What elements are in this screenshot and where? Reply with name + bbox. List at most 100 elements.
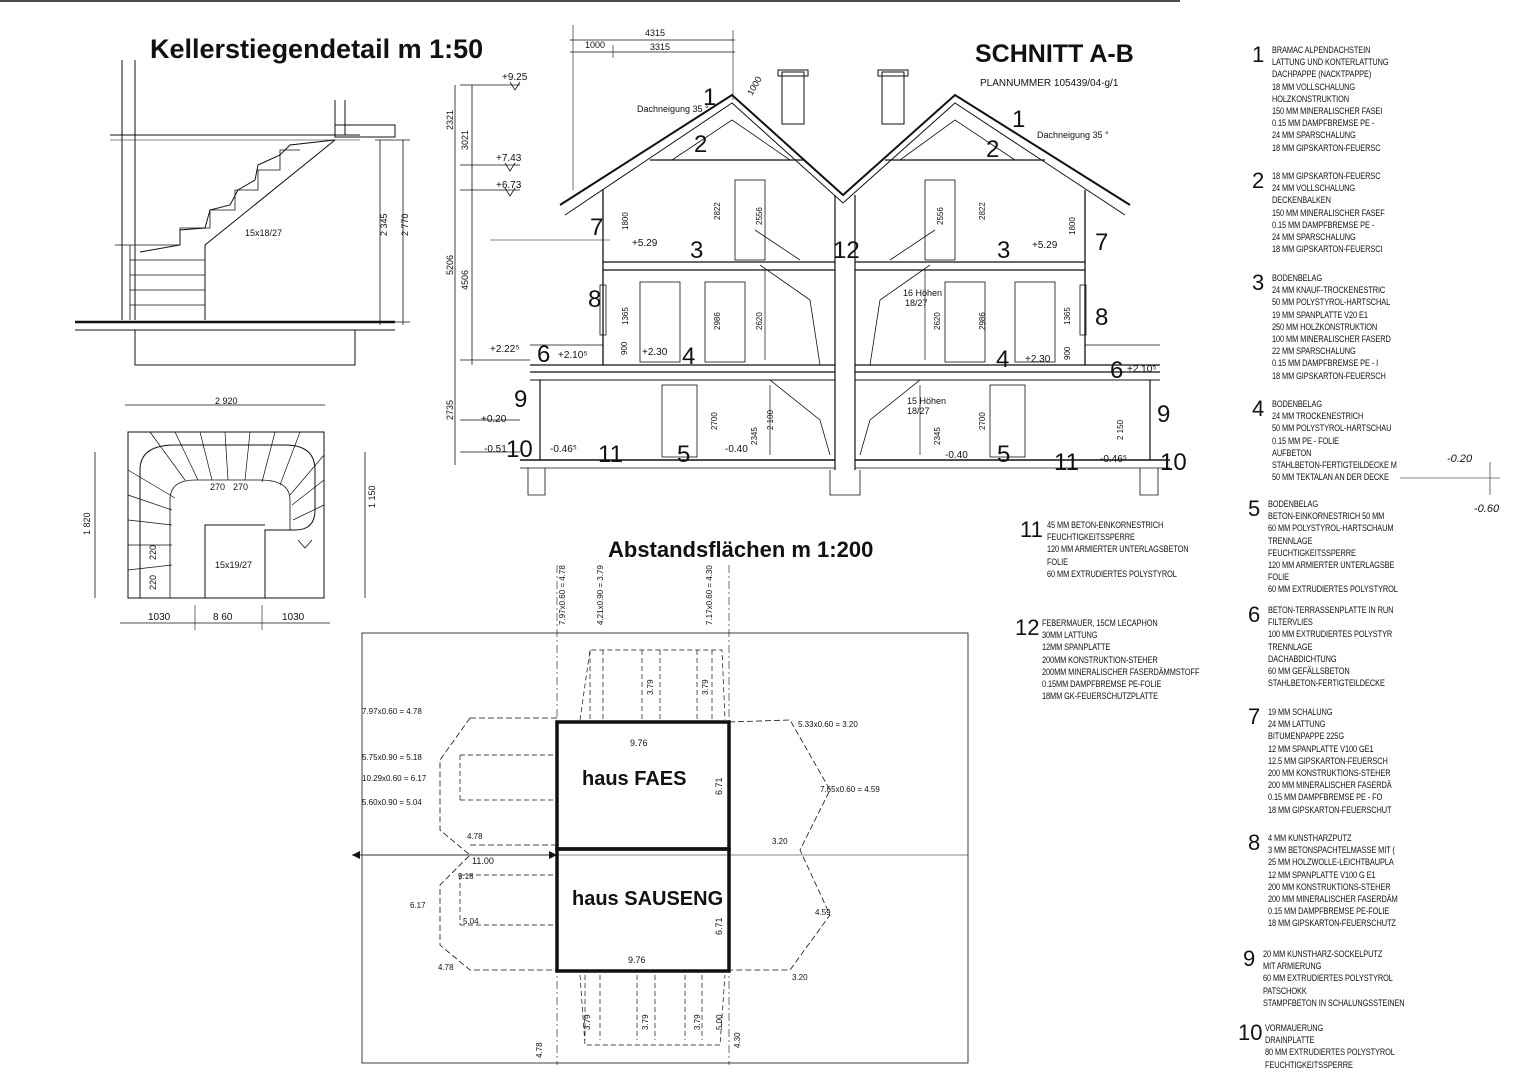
stair-note-3: 15 Höhen bbox=[907, 396, 946, 406]
level-230-right: +2.30 bbox=[1025, 354, 1051, 365]
misc-518: 5.18 bbox=[458, 872, 474, 881]
stair-plan-220a: 220 bbox=[148, 545, 158, 560]
roof-pitch-left: Dachneigung 35 ° bbox=[637, 104, 709, 114]
misc-379-c: 3.79 bbox=[583, 1014, 592, 1030]
level-051: -0.51 bbox=[484, 444, 507, 455]
level-0465-left: -0.46⁵ bbox=[550, 444, 577, 455]
legend-line: FOLIE bbox=[1268, 572, 1289, 583]
stair-plan-left-dim: 1 820 bbox=[82, 512, 92, 535]
legend-line: FOLIE bbox=[1047, 556, 1068, 567]
legend-line: STAHLBETON-FERTIGTEILDECKE M bbox=[1272, 459, 1397, 470]
vdim-2822-r: 2822 bbox=[978, 202, 987, 220]
stair-note-2: 18/27 bbox=[905, 298, 928, 308]
misc-379-d: 3.79 bbox=[641, 1014, 650, 1030]
gap-1100: 11.00 bbox=[472, 856, 494, 866]
legend-line: 0.15 MM DAMPFBREMSE PE - bbox=[1272, 219, 1375, 230]
level-2105-left: +2.10⁵ bbox=[558, 350, 587, 361]
marker-1-right: 1 bbox=[1012, 106, 1025, 133]
vdim-900-l: 900 bbox=[620, 341, 629, 355]
stair-plan-270b: 270 bbox=[233, 482, 248, 492]
legend-line: 0.15 MM DAMPFBREMSE PE - bbox=[1272, 118, 1375, 129]
level-2105-right: +2.10⁵ bbox=[1127, 364, 1156, 375]
vdim-2321: 2321 bbox=[445, 110, 455, 130]
section-dim-total: 4315 bbox=[645, 28, 665, 38]
marker-2-left: 2 bbox=[694, 131, 707, 158]
vdim-2556-l: 2556 bbox=[755, 207, 764, 225]
section-drawing: 4315 1000 3315 1000 +9.25 +7.43 +6.73 23… bbox=[445, 25, 1500, 515]
legend-line: 60 MM EXTRUDIERTES POLYSTYROL bbox=[1263, 973, 1393, 984]
dist-right-2: 7.65x0.60 = 4.59 bbox=[820, 785, 880, 794]
level-743: +7.43 bbox=[496, 153, 522, 164]
vdim-2620-r: 2620 bbox=[933, 312, 942, 330]
legend-number: 10 bbox=[1238, 1020, 1263, 1045]
house-sauseng-label: haus SAUSENG bbox=[572, 888, 723, 910]
legend-line: 24 MM LATTUNG bbox=[1268, 719, 1326, 730]
stair-plan-label: 15x19/27 bbox=[215, 560, 252, 570]
legend-line: 60 MM POLYSTYROL-HARTSCHAUM bbox=[1268, 523, 1394, 534]
legend-line: 0.15 MM PE - FOLIE bbox=[1272, 435, 1340, 446]
legend-line: 19 MM SCHALUNG bbox=[1268, 707, 1333, 717]
stair-dim-2770: 2 770 bbox=[400, 213, 410, 236]
legend-number: 1 bbox=[1252, 42, 1265, 67]
vdim-2986-l: 2986 bbox=[713, 312, 722, 330]
legend-line: 18 MM GIPSKARTON-FEUERSC bbox=[1272, 142, 1381, 153]
legend-line: 100 MM EXTRUDIERTES POLYSTYR bbox=[1268, 629, 1393, 640]
legend-line: 0.15 MM DAMPFBREMSE PE - I bbox=[1272, 358, 1379, 369]
legend-line: 18 MM GIPSKARTON-FEUERSC bbox=[1272, 171, 1381, 181]
legend-line: 4 MM KUNSTHARZPUTZ bbox=[1268, 833, 1352, 843]
marker-4-right: 4 bbox=[996, 346, 1009, 373]
stair-detail-title: Kellerstiegendetail m 1:50 bbox=[150, 34, 483, 64]
stair-plan-width: 2 920 bbox=[215, 396, 238, 406]
level-020: +0.20 bbox=[481, 414, 507, 425]
legend-line: 200MM KONSTRUKTION-STEHER bbox=[1042, 654, 1158, 665]
legend-line: 200 MM MINERALISCHER FASERDÄM bbox=[1268, 893, 1398, 904]
marker-9-right: 9 bbox=[1157, 401, 1170, 428]
legend-line: 50 MM POLYSTYROL-HARTSCHAL bbox=[1272, 297, 1391, 308]
marker-7-right: 7 bbox=[1095, 229, 1108, 256]
legend-line: TRENNLAGE bbox=[1268, 641, 1313, 652]
marker-7-left: 7 bbox=[590, 214, 603, 241]
legend-line: FEUCHTIGKEITSSPERRE bbox=[1047, 532, 1135, 543]
legend-line: BRAMAC ALPENDACHSTEIN bbox=[1272, 45, 1371, 55]
legend-number: 7 bbox=[1248, 704, 1261, 729]
roof-pitch-right: Dachneigung 35 ° bbox=[1037, 130, 1109, 140]
stair-note-4: 18/27 bbox=[907, 406, 930, 416]
legend-number: 4 bbox=[1252, 396, 1265, 421]
legend-line: HOLZKONSTRUKTION bbox=[1272, 93, 1350, 104]
vdim-5206: 5206 bbox=[445, 255, 455, 275]
section-dim-b: 3315 bbox=[650, 42, 670, 52]
vdim-2700-l: 2700 bbox=[710, 412, 719, 430]
stair-dim-2345: 2 345 bbox=[379, 213, 389, 236]
legend-line: 250 MM HOLZKONSTRUKTION bbox=[1272, 321, 1378, 332]
level-0465-right: -0.46⁵ bbox=[1100, 454, 1127, 465]
marker-8-left: 8 bbox=[588, 286, 601, 313]
legend-line: BITUMENPAPPE 225G bbox=[1268, 731, 1344, 742]
legend-line: DRAINPLATTE bbox=[1265, 1035, 1315, 1046]
vdim-2735: 2735 bbox=[445, 400, 455, 420]
legend-line: 22 MM SPARSCHALUNG bbox=[1272, 346, 1356, 357]
level-2225: +2.22⁵ bbox=[490, 344, 519, 355]
legend-number: 6 bbox=[1248, 602, 1261, 627]
marker-8-right: 8 bbox=[1095, 304, 1108, 331]
legend-line: 0.15 MM DAMPFBREMSE PE - FO bbox=[1268, 792, 1383, 803]
marker-2-right: 2 bbox=[986, 136, 999, 163]
legend-line: VORMAUERUNG bbox=[1265, 1023, 1324, 1033]
vdim-2556-r: 2556 bbox=[936, 207, 945, 225]
misc-504: 5.04 bbox=[463, 917, 479, 926]
dist-right-1: 5.33x0.60 = 3.20 bbox=[798, 720, 858, 729]
legend-line: PATSCHOKK bbox=[1263, 985, 1307, 996]
misc-459: 4.59 bbox=[815, 908, 831, 917]
legend-line: 18 MM GIPSKARTON-FEUERSCI bbox=[1272, 244, 1383, 255]
legend-line: DECKENBALKEN bbox=[1272, 195, 1331, 206]
legend-line: 60 MM EXTRUDIERTES POLYSTYROL bbox=[1268, 584, 1398, 595]
vdim-1365-l: 1365 bbox=[621, 307, 630, 325]
dist-left-2: 5.75x0.90 = 5.18 bbox=[362, 753, 422, 762]
